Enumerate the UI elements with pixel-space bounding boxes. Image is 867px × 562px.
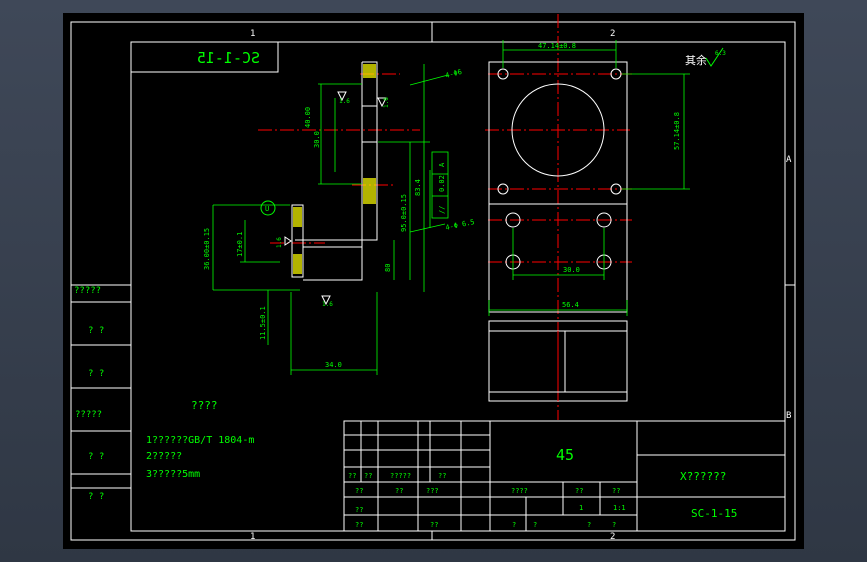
tb-h3: ????? — [390, 472, 411, 480]
dim-30-mid: 30.0 — [563, 266, 580, 274]
side-dims — [212, 64, 449, 375]
zone-top-right: 2 — [610, 29, 615, 39]
hole-4-phi6-5: 4-Φ 6.5 — [445, 218, 476, 232]
bottom-view[interactable] — [488, 320, 628, 402]
tb-r3-3: ?? — [430, 521, 438, 529]
datum-mark: U — [265, 205, 269, 213]
roughness-marks — [284, 91, 387, 306]
roughness-small-4: 1.6 — [276, 237, 283, 248]
roughness-small-1: 1.6 — [339, 98, 350, 105]
note-3: 3?????5mm — [146, 469, 200, 480]
roughness-check-icon — [705, 47, 724, 67]
zone-right-upper: A — [786, 155, 792, 165]
dim-36: 36.00±0.15 — [203, 228, 211, 270]
tb-value-scale: 1:1 — [613, 504, 626, 512]
left-strip — [71, 301, 131, 489]
dim-56: 56.4 — [562, 301, 579, 309]
tb-r2-2: ?? — [395, 487, 403, 495]
roughness-value: 6.3 — [715, 50, 726, 57]
tb-drawing-no: SC-1-15 — [691, 507, 737, 520]
tb-r3-1: ?? — [355, 506, 363, 514]
roughness-small-2: 1.6 — [383, 97, 390, 108]
tb-label-3: ?? — [612, 487, 620, 495]
tol-value: 0.02 — [438, 175, 446, 192]
note-2: 2????? — [146, 451, 182, 462]
tb-b3: ? — [587, 521, 591, 529]
drawing-canvas[interactable]: 1 2 1 2 A B SC-1-15 ????? ? ? ? ? ????? … — [63, 13, 804, 549]
strip-label-6: ? ? — [88, 492, 104, 502]
hatch-areas — [293, 64, 376, 274]
zone-bottom-right: 2 — [610, 532, 615, 542]
mirrored-number-box: SC-1-15 — [131, 41, 279, 73]
tb-label-weight: ???? — [511, 487, 528, 495]
dim-34: 34.0 — [325, 361, 342, 369]
strip-label-3: ? ? — [88, 369, 104, 379]
tb-h1: ?? — [348, 472, 356, 480]
dim-30: 30.0 — [313, 131, 321, 148]
dim-57: 57.14±0.8 — [673, 112, 681, 150]
tb-b4: ? — [612, 521, 616, 529]
sheet-border — [70, 21, 796, 541]
tb-value-1: 1 — [579, 504, 583, 512]
tol-datum: A — [438, 162, 446, 167]
strip-label-2: ? ? — [88, 326, 104, 336]
dim-47: 47.14±0.8 — [538, 42, 576, 50]
dim-95: 95.0±0.15 — [400, 194, 408, 232]
tb-label-2: ?? — [575, 487, 583, 495]
zone-top-left: 1 — [250, 29, 255, 39]
tb-company: X?????? — [680, 470, 726, 483]
tb-h2: ?? — [364, 472, 372, 480]
strip-label-5: ? ? — [88, 452, 104, 462]
tb-r2-1: ?? — [355, 487, 363, 495]
roughness-small-3: 1.6 — [322, 301, 333, 308]
zone-bottom-left: 1 — [250, 532, 255, 542]
dim-11-5: 11.5±0.1 — [259, 306, 267, 340]
tb-material: 45 — [556, 446, 574, 464]
dim-80: 80 — [384, 264, 392, 272]
front-dims — [488, 40, 690, 316]
tb-r3-2: ?? — [355, 521, 363, 529]
tb-r2-3: ??? — [426, 487, 439, 495]
front-view[interactable]: 47.14±0.8 57.14±0.8 30.0 56.4 其余 6.3 — [485, 14, 726, 420]
tol-symbol: // — [438, 206, 446, 214]
note-1: 1??????GB/T 1804-m — [146, 435, 254, 446]
dim-40: 40.00 — [304, 107, 312, 128]
strip-label-1: ????? — [74, 286, 101, 296]
tb-b1: ? — [512, 521, 516, 529]
dim-83: 83.4 — [414, 179, 422, 196]
strip-label-4: ????? — [75, 410, 102, 420]
hole-4-phi6: 4-Φ6 — [444, 68, 462, 80]
dim-17: 17±0.1 — [236, 232, 244, 257]
title-block[interactable] — [343, 420, 786, 532]
mirrored-number: SC-1-15 — [197, 49, 260, 67]
zone-right-lower: B — [786, 411, 791, 421]
tb-b2: ? — [533, 521, 537, 529]
side-view[interactable]: 1.6 1.6 1.6 1.6 U 40.00 30.0 83.4 95.0±0… — [203, 61, 476, 375]
tb-h4: ?? — [438, 472, 446, 480]
roughness-note: 其余 — [685, 53, 707, 67]
notes-title: ???? — [191, 399, 218, 412]
